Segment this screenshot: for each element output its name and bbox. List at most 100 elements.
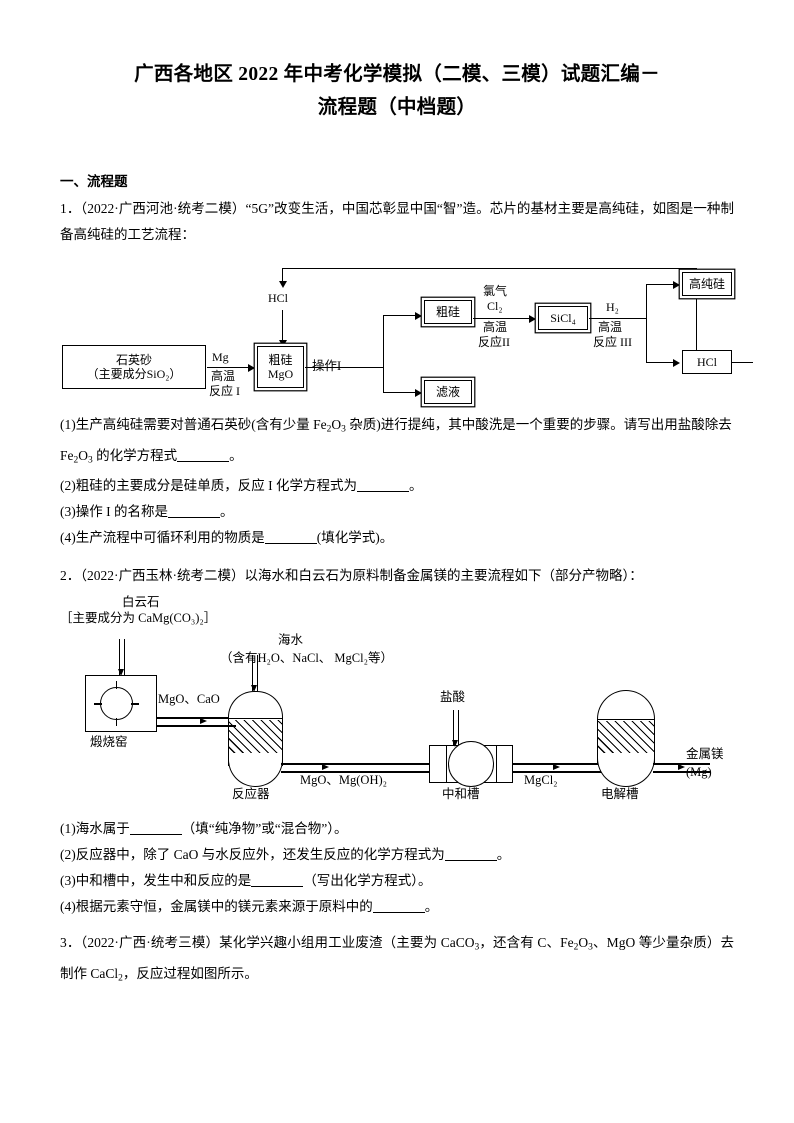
arrowhead-to-crude-si-icon bbox=[415, 311, 422, 320]
label-neutralizer: 中和槽 bbox=[442, 787, 480, 802]
answer-blank[interactable] bbox=[357, 491, 409, 493]
box-crude-si-mgo: 粗硅 MgO bbox=[257, 346, 304, 388]
q3-sub-o3: 3 bbox=[588, 942, 593, 953]
branch-line-to-high-purity-si bbox=[646, 284, 674, 286]
label-mgo-mgoh2: MgO、Mg(OH)₂ bbox=[300, 773, 387, 788]
duct-neutralizer-electrolyzer-top bbox=[512, 763, 616, 765]
q1-sub2-period: 。 bbox=[409, 478, 423, 494]
label-mgo-cao: MgO、CaO bbox=[158, 692, 220, 707]
label-chlorine-formula: Cl₂ bbox=[487, 299, 503, 313]
label-seawater: 海水 bbox=[278, 633, 304, 648]
box-crude-si: 粗硅 bbox=[424, 300, 472, 324]
label-product-mg-formula: (Mg) bbox=[686, 765, 712, 780]
q1-sub3-period: 。 bbox=[220, 504, 234, 520]
label-reaction-2: 反应II bbox=[478, 335, 510, 349]
label-dolomite-formula: ［主要成分为 CaMg(CO₃)₂］ bbox=[60, 611, 217, 626]
question-2-stem: 2．（2022·广西玉林·统考二模）以海水和白云石为原料制备金属镁的主要流程如下… bbox=[60, 568, 643, 584]
box-crude-si-mgo-line1: 粗硅 bbox=[268, 353, 293, 367]
label-h2: H₂ bbox=[606, 300, 619, 314]
answer-blank[interactable] bbox=[168, 517, 220, 519]
hcl-output-to-recycle-line bbox=[731, 362, 753, 364]
split-2-vertical-line bbox=[646, 284, 648, 362]
label-product-metal-mg: 金属镁 bbox=[686, 747, 724, 762]
label-reactor: 反应器 bbox=[232, 787, 270, 802]
q1-sub3-text: (3)操作 I 的名称是 bbox=[60, 504, 168, 520]
duct-kiln-reactor-bottom bbox=[156, 725, 236, 727]
kiln-spoke-top bbox=[116, 681, 118, 690]
question-1-stem: 1．（2022·广西河池·统考二模）“5G”改变生活，中国芯彰显中国“智”造。芯… bbox=[60, 201, 734, 242]
label-high-temp-3: 高温 bbox=[598, 320, 623, 334]
box-crude-si-mgo-line2: MgO bbox=[267, 367, 294, 381]
answer-blank[interactable] bbox=[444, 860, 497, 862]
section-heading: 一、流程题 bbox=[60, 174, 128, 189]
recycle-line-right-vertical bbox=[696, 268, 698, 368]
question-2-sub-4: (4)根据元素守恒，金属镁中的镁元素来源于原料中的。 bbox=[60, 894, 734, 920]
label-mgcl2: MgCl₂ bbox=[524, 773, 558, 788]
q3-stem-c: O bbox=[578, 935, 589, 951]
question-2-sub-3: (3)中和槽中，发生中和反应的是（写出化学方程式）。 bbox=[60, 868, 734, 894]
arrowhead-to-high-purity-si-icon bbox=[673, 280, 680, 289]
q1-sub1-text-c: 杂质)进行提纯，其中酸洗是一个重要的步骤。请写出用盐酸除去 Fe bbox=[60, 417, 732, 463]
q2-sub2-tail: 。 bbox=[496, 847, 511, 863]
answer-blank[interactable] bbox=[177, 460, 230, 462]
seawater-pipe-left bbox=[252, 655, 254, 692]
neutralizer-divider-left bbox=[446, 745, 448, 784]
split-vertical-line bbox=[383, 315, 385, 393]
hcl-arrowhead-down-icon bbox=[278, 340, 287, 347]
q1-sub1-text-d: O bbox=[78, 447, 88, 463]
q3-stem-a: 3．（2022·广西·统考三模）某化学兴趣小组用工业废渣（主要为 CaCO bbox=[60, 935, 475, 951]
page-title: 广西各地区 2022 年中考化学模拟（二模、三模）试题汇编－ 流程题（中档题） bbox=[60, 58, 734, 124]
branch-line-to-crude-si bbox=[383, 315, 416, 317]
q3-sub-cacl2: 2 bbox=[118, 973, 123, 984]
q2-sub2-text: (2)反应器中，除了 CaO 与水反应外，还发生反应的化学方程式为 bbox=[60, 847, 445, 863]
duct-reactor-neutralizer-bottom bbox=[281, 771, 429, 773]
q2-sub1-tail: （填“纯净物”或“混合物”）。 bbox=[181, 821, 348, 837]
label-chlorine-cn: 氯气 bbox=[483, 284, 508, 298]
label-electrolyzer: 电解槽 bbox=[601, 787, 639, 802]
reactor-top-dome bbox=[228, 691, 283, 720]
question-1-sub-1: (1)生产高纯硅需要对普通石英砂(含有少量 Fe2O3 杂质)进行提纯，其中酸洗… bbox=[60, 412, 734, 473]
q3-stem-e: ，反应过程如图所示。 bbox=[122, 965, 258, 981]
box-quartz-sand-line1: 石英砂 bbox=[115, 353, 152, 367]
answer-blank[interactable] bbox=[372, 912, 425, 914]
recycle-arrowhead-down-icon bbox=[278, 281, 287, 288]
q1-sub1-text-a: (1)生产高纯硅需要对普通石英砂(含有少量 Fe bbox=[60, 417, 327, 432]
reactor-bottom-bowl bbox=[228, 753, 283, 788]
document-page: 广西各地区 2022 年中考化学模拟（二模、三模）试题汇编－ 流程题（中档题） … bbox=[60, 58, 753, 984]
question-1-sub-2: (2)粗硅的主要成分是硅单质，反应 I 化学方程式为 。 bbox=[60, 473, 734, 499]
hcl-feed-arrowhead-icon bbox=[452, 740, 458, 748]
answer-blank[interactable] bbox=[264, 543, 317, 545]
q1-sub2-text: (2)粗硅的主要成分是硅单质，反应 I 化学方程式为 bbox=[60, 478, 357, 494]
duct-kiln-reactor-top bbox=[156, 717, 236, 719]
line-operation-1 bbox=[305, 367, 383, 369]
answer-blank[interactable] bbox=[251, 886, 304, 888]
q2-sub1-text: (1)海水属于 bbox=[60, 821, 130, 837]
q1-sub1-sub-2b: 2 bbox=[73, 455, 79, 466]
label-seawater-contents: （含有H₂O、NaCl、 MgCl₂等） bbox=[220, 651, 393, 666]
label-hydrochloric-acid: 盐酸 bbox=[440, 690, 466, 705]
hcl-arrow-shaft bbox=[282, 310, 284, 342]
box-quartz-sand-line2: （主要成分SiO₂） bbox=[86, 367, 182, 381]
answer-blank[interactable] bbox=[129, 834, 182, 836]
figure-magnesium-apparatus: 白云石 ［主要成分为 CaMg(CO₃)₂］ 海水 （含有H₂O、NaCl、 M… bbox=[60, 595, 734, 810]
label-reaction-3: 反应 III bbox=[593, 335, 632, 349]
arrowhead-quartz-to-crude-icon bbox=[248, 363, 255, 372]
electrolyzer-top-dome bbox=[597, 690, 655, 721]
title-line-2: 流程题（中档题） bbox=[317, 97, 477, 118]
arrowhead-crude-to-sicl4-icon bbox=[529, 314, 536, 323]
q2-sub3-text: (3)中和槽中，发生中和反应的是 bbox=[60, 873, 252, 889]
label-high-temp-1: 高温 bbox=[211, 369, 236, 383]
duct-neutralizer-electrolyzer-arrowhead-icon bbox=[553, 763, 560, 770]
title-line-1: 广西各地区 2022 年中考化学模拟（二模、三模）试题汇编－ bbox=[134, 64, 660, 85]
box-high-purity-si: 高纯硅 bbox=[682, 272, 732, 296]
q1-sub1-period: 。 bbox=[229, 447, 243, 463]
dolomite-pipe-left bbox=[119, 639, 121, 676]
box-hcl-output: HCl bbox=[682, 350, 732, 374]
q1-sub4-period: (填化学式)。 bbox=[316, 530, 394, 546]
q1-sub1-text-e: 的化学方程式 bbox=[92, 447, 178, 463]
duct-product-arrowhead-icon bbox=[678, 763, 685, 770]
duct-reactor-neutralizer-top bbox=[281, 763, 429, 765]
q1-sub1-text-b: O bbox=[331, 417, 342, 432]
q3-sub-fe2: 2 bbox=[573, 942, 579, 953]
label-kiln: 煅烧窑 bbox=[90, 735, 128, 750]
